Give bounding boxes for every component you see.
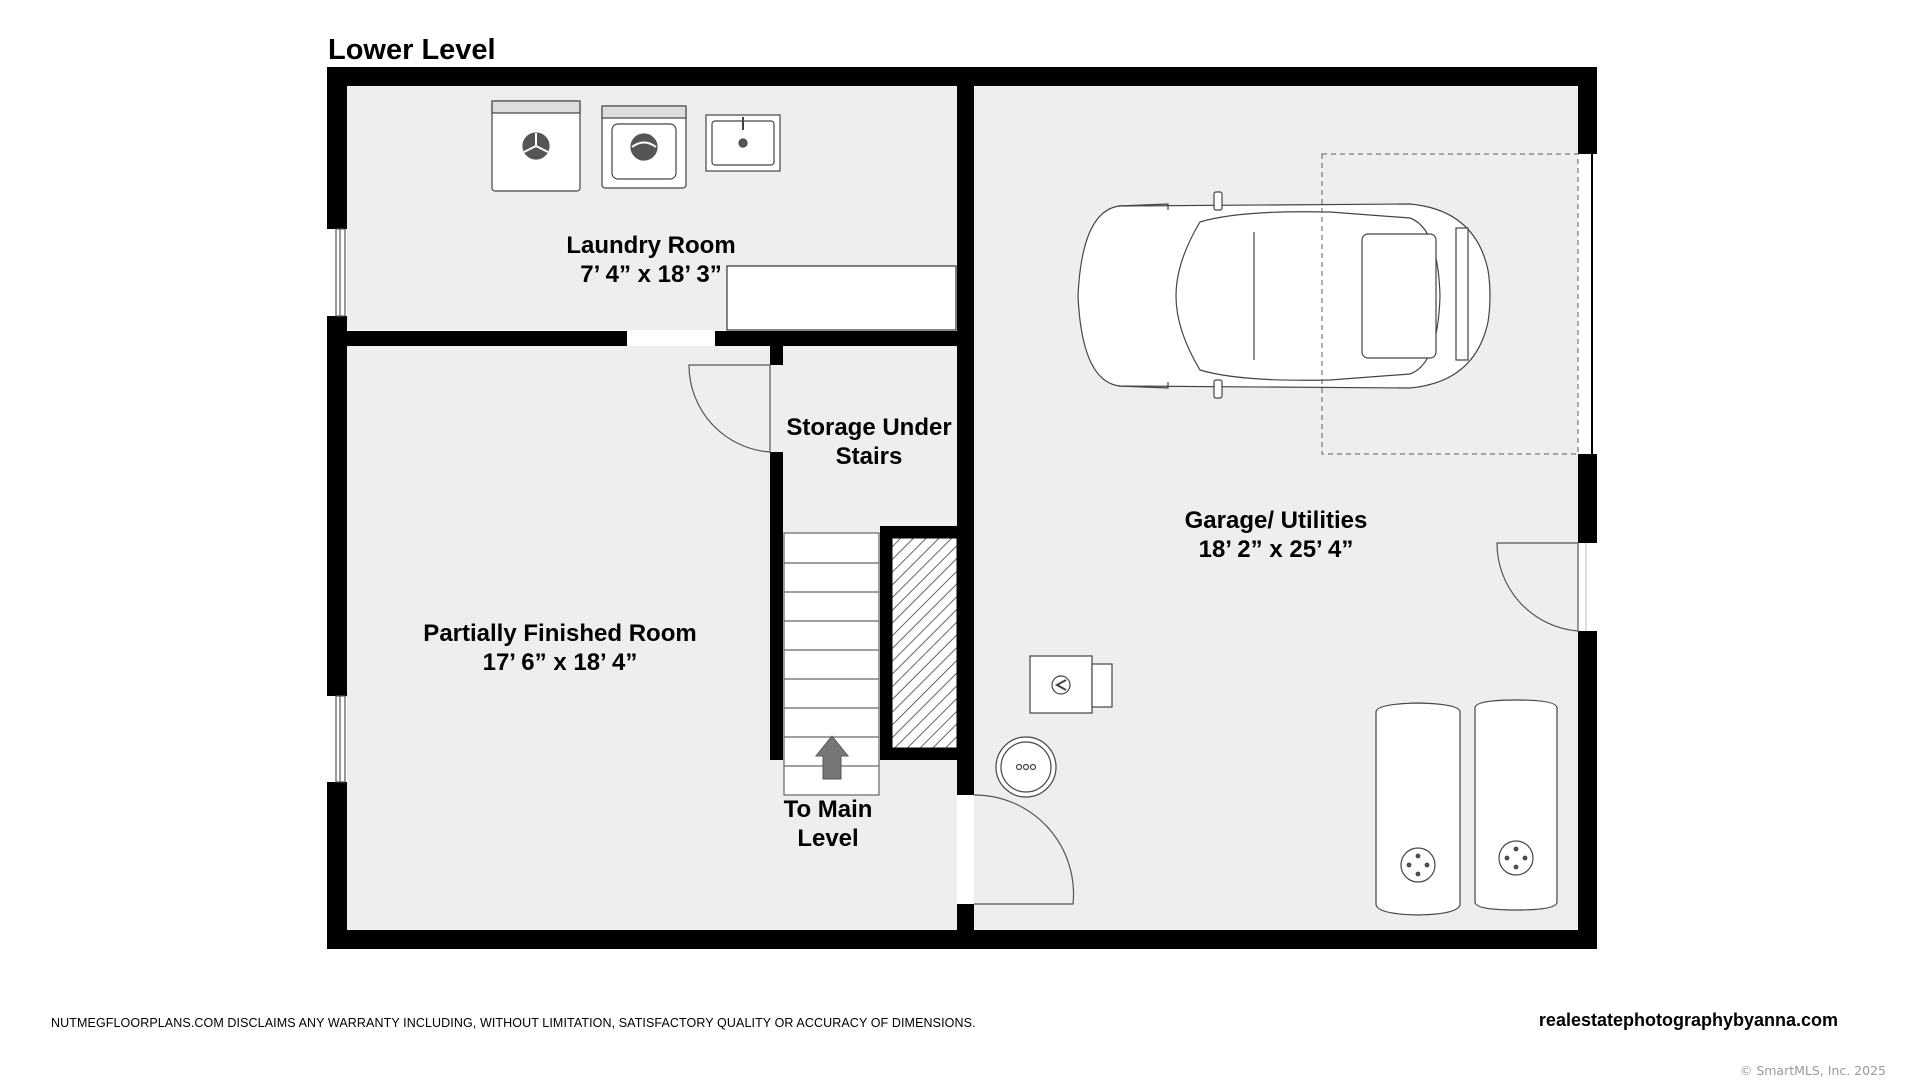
sump-pit [995,736,1057,798]
wall-right-2 [1578,454,1597,543]
furnace [1029,655,1113,714]
wall-chimney-bottom [880,748,957,760]
staircase [783,532,880,796]
wall-center-lower [957,904,974,930]
wall-storage-stub [770,346,783,365]
stair-up-arrow [814,735,850,780]
washer [491,100,581,192]
dryer [601,105,687,189]
wall-left-3 [327,782,347,949]
door-garage-swing [973,794,1075,905]
wall-right-1 [1578,67,1597,154]
laundry-room-label: Laundry Room 7’ 4” x 18’ 3” [566,231,735,289]
garage-label: Garage/ Utilities 18’ 2” x 25’ 4” [1185,506,1368,564]
wall-center-upper [957,86,974,795]
car [1077,191,1491,399]
wall-laundry-partition-left [347,331,627,346]
website-link[interactable]: realestatephotographybyanna.com [1538,1010,1838,1030]
doors [688,364,1579,905]
utilities [995,655,1558,916]
water-tank-left [1375,702,1461,916]
wall-right-3 [1578,631,1597,949]
wall-bottom [327,930,1597,949]
garage-name: Garage/ Utilities [1184,507,1368,534]
stairs-label-line1: To Main [783,796,873,823]
door-side-swing [1496,542,1579,632]
wall-chimney-left [880,526,892,760]
stairs-label-line2: Level [797,825,859,852]
utility-sink [705,114,781,172]
partial-room-name: Partially Finished Room [423,620,697,647]
wall-laundry-partition-right [715,331,957,346]
storage-label-line2: Stairs [835,443,903,470]
wall-stair-left [770,452,783,760]
garage-dims: 18’ 2” x 25’ 4” [1198,536,1354,563]
parking-outline [1321,153,1579,455]
water-tank-right [1474,699,1558,911]
partial-room-dims: 17’ 6” x 18’ 4” [482,649,638,676]
exterior-walls [327,67,1597,949]
partial-room-label: Partially Finished Room 17’ 6” x 18’ 4” [423,619,696,677]
interior-walls [347,86,974,930]
disclaimer-text: NUTMEGFLOORPLANS.COM DISCLAIMS ANY WARRA… [51,1016,976,1030]
storage-label: Storage Under Stairs [786,413,951,471]
stairs-label: To Main Level [784,795,873,853]
chimney-hatch [891,537,958,749]
windows [335,154,1593,783]
laundry-room-dims: 7’ 4” x 18’ 3” [580,261,722,288]
wall-top [327,67,1597,86]
storage-label-line1: Storage Under [786,414,952,441]
wall-chimney-top [880,526,957,538]
wall-left-1 [327,67,347,229]
laundry-counter [726,265,957,331]
appliances [491,100,781,192]
door-storage-swing [688,364,771,453]
wall-left-2 [327,316,347,696]
plan-title: Lower Level [328,34,496,66]
copyright-text: © SmartMLS, Inc. 2025 [1739,1063,1886,1078]
laundry-room-name: Laundry Room [566,232,736,259]
